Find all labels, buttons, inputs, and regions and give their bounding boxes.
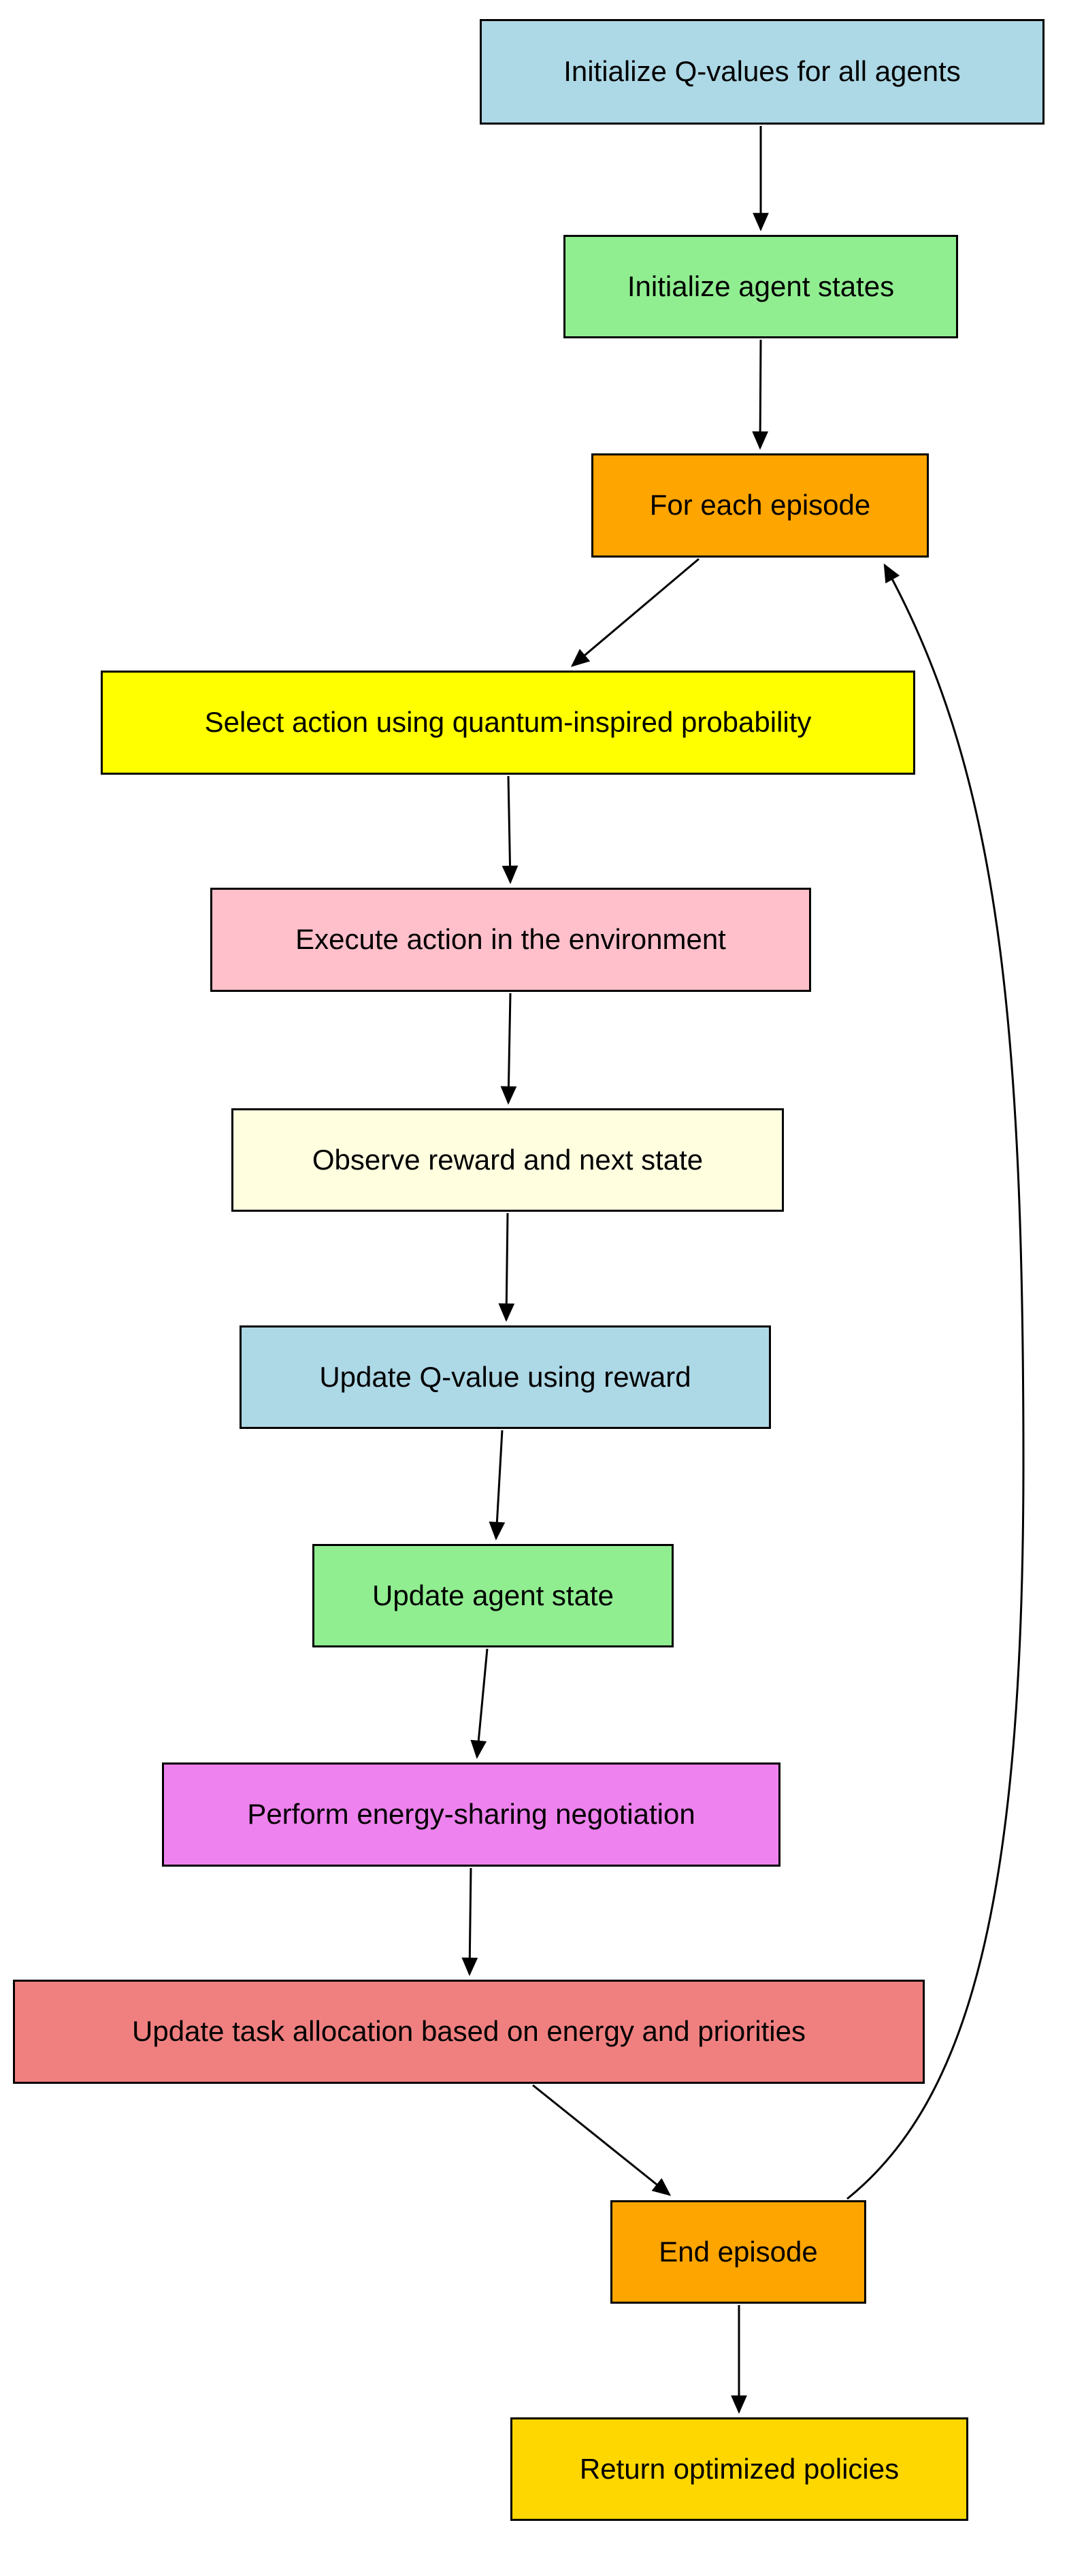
node-task-allocation: Update task allocation based on energy a… bbox=[13, 1980, 925, 2084]
edge-execute-to-observe bbox=[500, 993, 517, 1105]
node-initialize-q-values: Initialize Q-values for all agents bbox=[480, 19, 1045, 125]
node-return-policies: Return optimized policies bbox=[510, 2417, 968, 2521]
node-end-episode: End episode bbox=[610, 2200, 866, 2304]
edge-taskalloc-to-endepisode bbox=[532, 2084, 672, 2196]
edge-select-to-execute bbox=[501, 775, 519, 884]
edge-initstates-to-foreach bbox=[752, 339, 769, 450]
edge-foreach-to-select bbox=[570, 558, 700, 667]
node-execute-action: Execute action in the environment bbox=[210, 888, 811, 992]
node-select-action: Select action using quantum-inspired pro… bbox=[101, 671, 915, 775]
edge-observe-to-updateq bbox=[498, 1212, 515, 1322]
node-initialize-agent-states: Initialize agent states bbox=[563, 235, 958, 338]
node-update-q-value: Update Q-value using reward bbox=[240, 1325, 771, 1429]
node-observe-reward: Observe reward and next state bbox=[231, 1108, 784, 1212]
edge-endepisode-loop-to-foreach bbox=[846, 563, 1025, 2200]
edge-negotiate-to-taskalloc bbox=[461, 1867, 478, 1976]
node-energy-negotiation: Perform energy-sharing negotiation bbox=[162, 1762, 780, 1867]
node-update-agent-state: Update agent state bbox=[312, 1544, 674, 1647]
edge-updateq-to-updatestate bbox=[489, 1430, 506, 1541]
node-for-each-episode: For each episode bbox=[591, 453, 929, 558]
edge-updatestate-to-negotiate bbox=[470, 1648, 489, 1759]
